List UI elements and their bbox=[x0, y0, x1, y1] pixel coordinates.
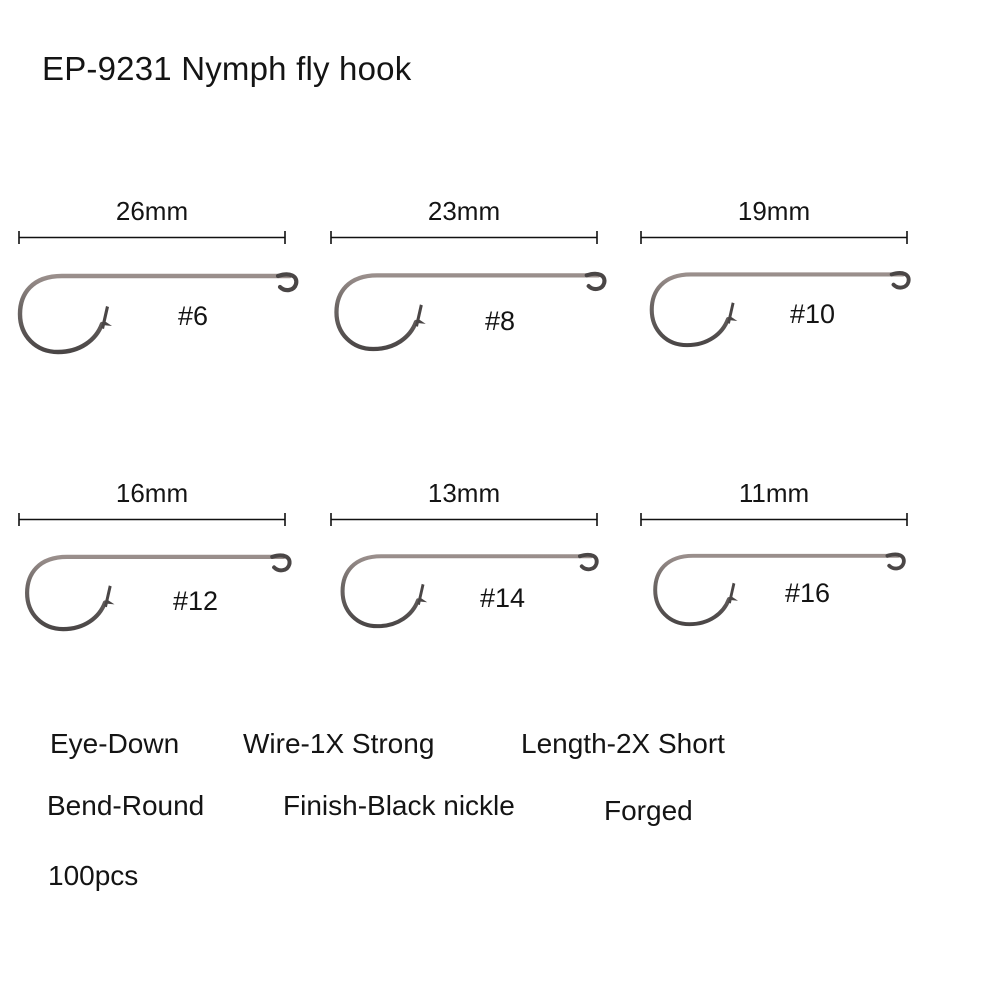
hook-eye bbox=[577, 552, 599, 572]
spec-text: Length-2X Short bbox=[521, 728, 725, 759]
hook-shank-and-bend bbox=[17, 273, 293, 355]
hook-illustration bbox=[649, 271, 911, 348]
hook-size-cell: 16mm #12 bbox=[18, 478, 318, 678]
measurement-bracket bbox=[18, 513, 286, 526]
hook-eye bbox=[889, 271, 911, 290]
hook-size-label: #10 bbox=[790, 299, 836, 329]
hook-shank-and-bend bbox=[653, 553, 901, 627]
page-title: EP-9231 Nymph fly hook bbox=[42, 50, 412, 87]
hook-barb bbox=[727, 315, 737, 321]
hook-barb bbox=[729, 595, 738, 601]
hook-shank-and-bend bbox=[340, 554, 593, 629]
measurement-bracket bbox=[640, 513, 908, 526]
hook-barb bbox=[104, 598, 114, 605]
hook-eye bbox=[584, 271, 606, 292]
hook-barb bbox=[418, 596, 428, 603]
hook-barb bbox=[415, 318, 426, 324]
hook-shank-and-bend bbox=[649, 272, 905, 348]
hook-eye bbox=[885, 552, 906, 571]
hook-shank-and-bend bbox=[333, 273, 600, 352]
hook-eye bbox=[269, 553, 292, 573]
measurement-bracket bbox=[640, 231, 908, 244]
hook-shank-and-bend bbox=[24, 554, 286, 632]
hook-size-label: #14 bbox=[480, 583, 526, 613]
spec-text: Wire-1X Strong bbox=[243, 728, 435, 759]
hook-length-label: 11mm bbox=[738, 478, 810, 508]
hook-illustration bbox=[653, 552, 906, 627]
hook-length-label: 16mm bbox=[115, 478, 189, 508]
measurement-bracket bbox=[330, 231, 598, 244]
spec-text: Forged bbox=[604, 795, 693, 826]
hook-size-label: #8 bbox=[485, 306, 516, 336]
spec-text: Eye-Down bbox=[50, 728, 180, 759]
hook-size-cell: 26mm #6 bbox=[17, 196, 318, 396]
hook-illustration bbox=[340, 552, 599, 629]
hook-length-label: 19mm bbox=[737, 196, 811, 226]
hook-size-label: #12 bbox=[173, 586, 219, 616]
spec-text: 100pcs bbox=[48, 860, 139, 891]
spec-text: Finish-Black nickle bbox=[283, 790, 515, 821]
hook-size-label: #6 bbox=[178, 301, 209, 331]
hook-illustration bbox=[24, 553, 292, 632]
hook-size-label: #16 bbox=[785, 578, 831, 608]
hook-barb bbox=[102, 320, 112, 326]
hook-size-cell: 23mm #8 bbox=[330, 196, 630, 396]
measurement-bracket bbox=[330, 513, 598, 526]
hook-length-label: 13mm bbox=[427, 478, 501, 508]
hook-length-label: 23mm bbox=[427, 196, 501, 226]
measurement-bracket bbox=[18, 231, 286, 244]
hook-eye bbox=[275, 272, 299, 293]
hook-size-cell: 13mm #14 bbox=[330, 478, 630, 678]
hook-illustration bbox=[333, 271, 606, 352]
hook-size-cell: 19mm #10 bbox=[640, 196, 940, 396]
spec-text: Bend-Round bbox=[47, 790, 205, 821]
hook-illustration bbox=[17, 272, 299, 355]
hook-length-label: 26mm bbox=[115, 196, 189, 226]
hook-size-cell: 11mm #16 bbox=[640, 478, 940, 678]
